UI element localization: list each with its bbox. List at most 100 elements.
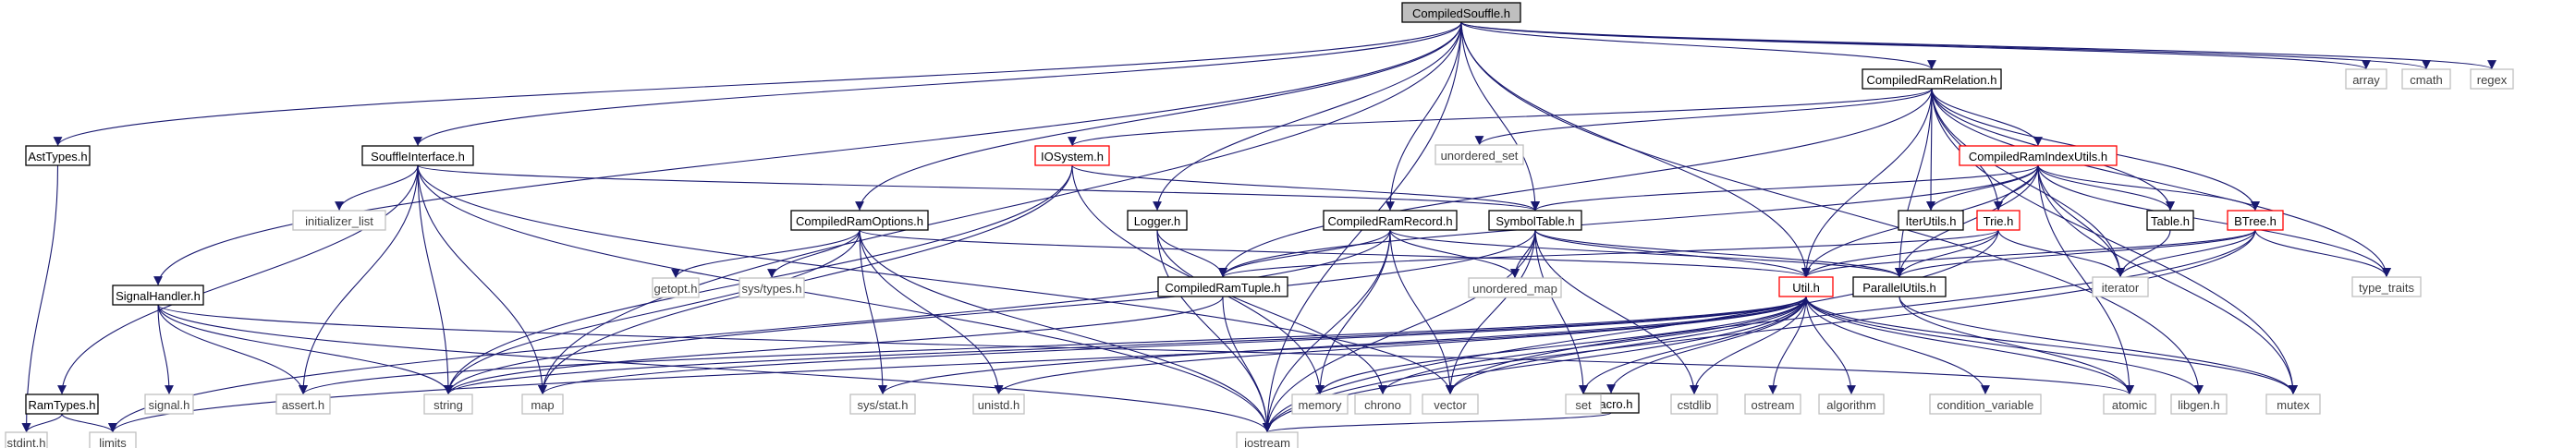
node-box-cstdlib	[1670, 394, 1718, 415]
node-box-ParallelUtils	[1852, 276, 1947, 297]
node-stdint: stdint.h	[5, 431, 48, 448]
node-RamTypes[interactable]: RamTypes.h	[25, 394, 99, 415]
edge-Util-to-set	[1579, 296, 1807, 395]
node-map: map	[521, 394, 564, 415]
node-label-CompiledRamTuple: CompiledRamTuple.h	[1165, 281, 1280, 295]
edge-BTree-to-ParallelUtils	[1895, 229, 2256, 278]
edge-CompiledRamRelation-to-mutex	[1931, 88, 2298, 395]
node-box-memory	[1291, 394, 1349, 415]
node-box-IOSystem	[1034, 145, 1110, 166]
edge-SouffleInterface-to-initializer_list	[335, 164, 419, 212]
node-label-map: map	[531, 398, 554, 412]
node-SouffleInterface[interactable]: SouffleInterface.h	[361, 145, 474, 166]
node-box-ostream	[1744, 394, 1801, 415]
node-Util[interactable]: Util.h	[1778, 276, 1834, 297]
edge-SignalHandler-to-string	[157, 304, 453, 395]
node-IOSystem[interactable]: IOSystem.h	[1034, 145, 1110, 166]
node-box-SymbolTable	[1488, 210, 1582, 231]
node-unistd: unistd.h	[972, 394, 1025, 415]
node-condition_variable: condition_variable	[1929, 394, 2042, 415]
node-label-string: string	[433, 398, 463, 412]
node-Trie[interactable]: Trie.h	[1976, 210, 2021, 231]
node-iterator: iterator	[2092, 276, 2149, 297]
node-AstTypes[interactable]: AstTypes.h	[25, 145, 91, 166]
node-ParallelUtils[interactable]: ParallelUtils.h	[1852, 276, 1947, 297]
edge-SouffleInterface-to-string	[417, 164, 453, 395]
edge-Util-to-vector	[1446, 296, 1807, 395]
node-CompiledRamRecord[interactable]: CompiledRamRecord.h	[1323, 210, 1458, 231]
node-box-string	[423, 394, 473, 415]
node-CompiledRamOptions[interactable]: CompiledRamOptions.h	[790, 210, 929, 231]
edge-CompiledRamIndexUtils-to-IterUtils	[1926, 164, 2039, 212]
node-label-initializer_list: initializer_list	[305, 214, 373, 228]
node-label-AstTypes: AstTypes.h	[28, 150, 87, 163]
node-box-libgen	[2170, 394, 2228, 415]
node-label-RamTypes: RamTypes.h	[29, 398, 96, 412]
node-label-CompiledSouffle: CompiledSouffle.h	[1412, 6, 1510, 20]
node-label-SouffleInterface: SouffleInterface.h	[371, 150, 465, 163]
edge-SouffleInterface-to-iostream	[417, 164, 1272, 433]
node-IterUtils[interactable]: IterUtils.h	[1898, 210, 1964, 231]
node-box-Trie	[1976, 210, 2021, 231]
edge-CompiledRamIndexUtils-to-type_traits	[2037, 164, 2391, 278]
node-label-SignalHandler: SignalHandler.h	[116, 289, 201, 303]
node-Logger[interactable]: Logger.h	[1127, 210, 1188, 231]
edge-CompiledSouffle-to-CompiledRamRecord	[1386, 21, 1462, 212]
node-label-SymbolTable: SymbolTable.h	[1496, 214, 1574, 228]
node-CompiledRamRelation[interactable]: CompiledRamRelation.h	[1862, 68, 2002, 90]
edge-BTree-to-type_traits	[2254, 229, 2391, 278]
edge-CompiledRamOptions-to-sysstat	[859, 229, 887, 395]
node-box-array	[2345, 68, 2387, 90]
node-SymbolTable[interactable]: SymbolTable.h	[1488, 210, 1582, 231]
edge-SouffleInterface-to-vector	[417, 164, 1455, 395]
edge-IOSystem-to-SymbolTable	[1071, 164, 1540, 212]
node-label-Logger: Logger.h	[1134, 214, 1181, 228]
node-BTree[interactable]: BTree.h	[2227, 210, 2284, 231]
edge-CompiledSouffle-to-SouffleInterface	[413, 21, 1462, 147]
edge-CompiledRamOptions-to-getopt	[671, 229, 861, 279]
node-Table[interactable]: Table.h	[2146, 210, 2194, 231]
edge-CompiledRamRecord-to-unordered_map	[1389, 229, 1520, 279]
edge-SignalHandler-to-signal	[157, 304, 174, 395]
node-CompiledRamIndexUtils[interactable]: CompiledRamIndexUtils.h	[1959, 145, 2118, 166]
edge-SymbolTable-to-Util	[1534, 229, 1811, 278]
edge-Util-to-ostream	[1768, 296, 1807, 395]
node-label-algorithm: algorithm	[1826, 398, 1875, 412]
edge-CompiledRamIndexUtils-to-ParallelUtils	[1895, 164, 2039, 278]
edge-Logger-to-chrono	[1156, 229, 1387, 395]
edge-CompiledRamRecord-to-ParallelUtils	[1389, 229, 1904, 278]
node-set: set	[1565, 394, 1602, 415]
edge-Util-to-assert	[299, 296, 1807, 395]
edge-BTree-to-Util	[1801, 229, 2256, 278]
node-box-IterUtils	[1898, 210, 1964, 231]
edge-CompiledRamOptions-to-Util	[859, 229, 1811, 278]
node-label-assert: assert.h	[282, 398, 324, 412]
edge-CompiledRamIndexUtils-to-mutex	[2037, 164, 2298, 395]
node-box-CompiledRamOptions	[790, 210, 929, 231]
node-SignalHandler[interactable]: SignalHandler.h	[112, 285, 204, 306]
edge-Util-to-atomic	[1805, 296, 2134, 395]
node-CompiledRamTuple[interactable]: CompiledRamTuple.h	[1157, 276, 1288, 297]
node-box-Util	[1778, 276, 1834, 297]
node-CompiledSouffle[interactable]: CompiledSouffle.h	[1401, 2, 1521, 23]
node-box-getopt	[652, 277, 700, 298]
node-box-limits	[89, 431, 137, 448]
node-box-BTree	[2227, 210, 2284, 231]
node-label-cmath: cmath	[2410, 73, 2442, 87]
node-box-condition_variable	[1929, 394, 2042, 415]
node-label-stdint: stdint.h	[7, 436, 46, 448]
edge-CompiledSouffle-to-regex	[1460, 21, 2497, 70]
edge-CompiledRamRecord-to-vector	[1389, 229, 1455, 395]
node-mutex: mutex	[2265, 394, 2321, 415]
edge-CompiledRamIndexUtils-to-iterator	[2037, 164, 2125, 278]
edge-CompiledRamRelation-to-unordered_set	[1474, 88, 1933, 146]
edge-SignalHandler-to-assert	[157, 304, 308, 395]
node-cstdlib: cstdlib	[1670, 394, 1718, 415]
edge-SymbolTable-to-string	[444, 229, 1536, 395]
node-ostream: ostream	[1744, 394, 1801, 415]
edge-SymbolTable-to-vector	[1446, 229, 1536, 395]
edge-SouffleInterface-to-map	[417, 164, 547, 395]
node-box-algorithm	[1818, 394, 1885, 415]
node-sysstat: sys/stat.h	[849, 394, 916, 415]
